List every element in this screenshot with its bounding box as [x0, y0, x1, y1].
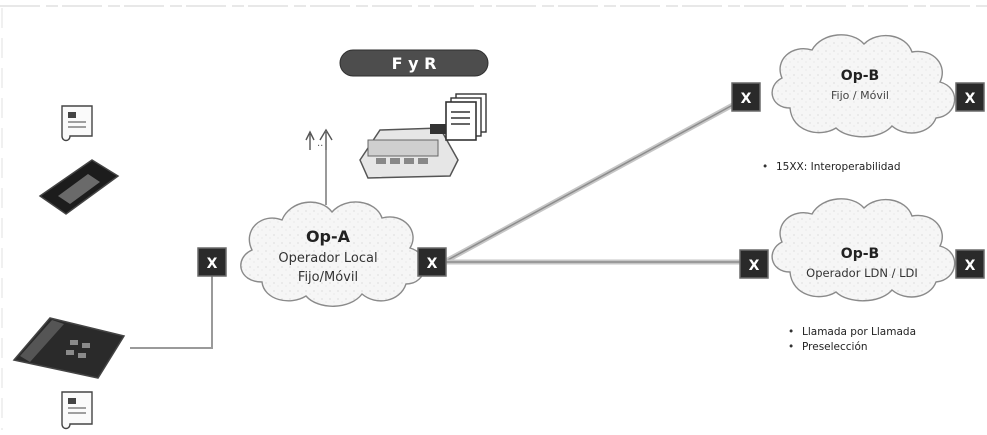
note-item: 15XX: Interoperabilidad [762, 160, 901, 175]
svg-text:X: X [741, 91, 752, 107]
fyr-badge-label: F y R [392, 54, 437, 73]
op-a-line1: Operador Local [278, 251, 377, 266]
svg-text:X: X [749, 258, 760, 274]
document-icon [62, 392, 92, 429]
switch-opb-top-right: X [956, 83, 984, 111]
notes-top: 15XX: Interoperabilidad [762, 160, 901, 175]
switch-opb-bottom-left: X [740, 250, 768, 278]
op-a-line2: Fijo/Móvil [298, 270, 358, 285]
link-opa-opb-top-core [444, 100, 742, 262]
antenna-icon: .. [306, 130, 332, 150]
desk-phone-icon [14, 318, 124, 378]
notes-bottom: Llamada por Llamada Preselección [788, 325, 916, 355]
svg-text:X: X [427, 256, 438, 272]
op-b-top-name: Op-B [841, 68, 879, 84]
svg-text:..: .. [317, 138, 323, 149]
switch-opa-left: X [198, 248, 226, 276]
cash-register-icon [360, 124, 458, 178]
smartphone-icon [40, 160, 118, 214]
document-icon [62, 106, 92, 141]
svg-text:X: X [207, 256, 218, 272]
op-a-name: Op-A [306, 227, 351, 246]
switch-opb-top-left: X [732, 83, 760, 111]
link-deskphone-switch [130, 276, 212, 348]
switch-opb-bottom-right: X [956, 250, 984, 278]
cloud-op-b-top [772, 35, 955, 137]
fyr-badge: F y R [340, 50, 488, 76]
note-item: Llamada por Llamada [788, 325, 916, 340]
op-b-bottom-line1: Operador LDN / LDI [806, 266, 918, 280]
note-item: Preselección [788, 340, 916, 355]
svg-text:X: X [965, 258, 976, 274]
op-b-bottom-name: Op-B [841, 246, 879, 262]
op-b-top-line1: Fijo / Móvil [831, 89, 889, 102]
svg-text:X: X [965, 91, 976, 107]
invoice-stack-icon [446, 94, 486, 140]
switch-opa-right: X [418, 248, 446, 276]
